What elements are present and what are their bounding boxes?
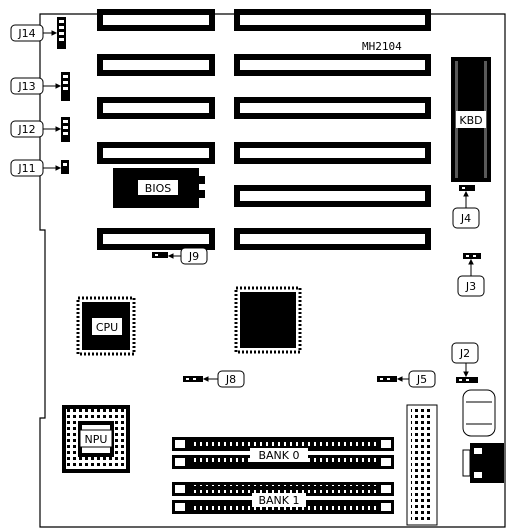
battery <box>462 389 496 437</box>
kbd-label: KBD <box>459 114 482 127</box>
keyboard-controller: KBD <box>451 57 491 182</box>
model-label: MH2104 <box>362 40 402 53</box>
jumper-j3-callout: J3 <box>457 275 485 297</box>
bank0-label: BANK 0 <box>258 449 299 462</box>
npu-label: NPU <box>85 433 108 446</box>
bank1-label: BANK 1 <box>258 494 299 507</box>
cpu-label: CPU <box>96 321 118 334</box>
memory-bank-0: BANK 0 <box>172 437 394 469</box>
j11-label: J11 <box>17 162 35 175</box>
cpu-chip: CPU <box>76 296 136 356</box>
jumper-j2-callout: J2 <box>451 342 479 364</box>
j8-label: J8 <box>225 373 236 386</box>
jumper-j8-header <box>183 376 203 382</box>
jumper-j3-header <box>463 253 481 259</box>
power-connector <box>406 404 438 526</box>
bios-chip: BIOS <box>113 168 205 208</box>
jumper-j14-callout: J14 <box>10 24 44 42</box>
memory-bank-1: BANK 1 <box>172 482 394 514</box>
jumper-j4-callout: J4 <box>452 207 480 229</box>
jumper-j5-header <box>377 376 397 382</box>
jumper-j12-callout: J12 <box>10 120 44 138</box>
j2-label: J2 <box>459 347 470 360</box>
jumper-j2-header <box>456 377 478 383</box>
j5-label: J5 <box>416 373 427 386</box>
jumper-j13-header <box>61 72 70 101</box>
jumper-j13-callout: J13 <box>10 77 44 95</box>
bios-label: BIOS <box>145 182 171 195</box>
j14-label: J14 <box>17 27 35 40</box>
jumper-j11-header <box>61 160 69 174</box>
jumper-j9-header <box>152 252 168 258</box>
callout-leaders <box>43 30 474 382</box>
jumper-j9-callout: J9 <box>180 247 208 265</box>
j4-label: J4 <box>460 212 471 225</box>
jumper-j8-callout: J8 <box>217 370 245 388</box>
keyboard-din-connector <box>462 443 504 483</box>
jumper-j5-callout: J5 <box>408 370 436 388</box>
jumper-j4-header <box>459 185 475 191</box>
expansion-slots-left <box>97 9 215 250</box>
j9-label: J9 <box>188 250 199 263</box>
j12-label: J12 <box>17 123 35 136</box>
jumper-j11-callout: J11 <box>10 159 44 177</box>
j13-label: J13 <box>17 80 35 93</box>
expansion-slots-right <box>234 9 431 250</box>
chipset <box>234 286 302 354</box>
jumper-j12-header <box>61 117 70 142</box>
jumper-j14-header <box>57 17 66 49</box>
npu-socket: NPU <box>62 405 130 473</box>
j3-label: J3 <box>465 280 476 293</box>
